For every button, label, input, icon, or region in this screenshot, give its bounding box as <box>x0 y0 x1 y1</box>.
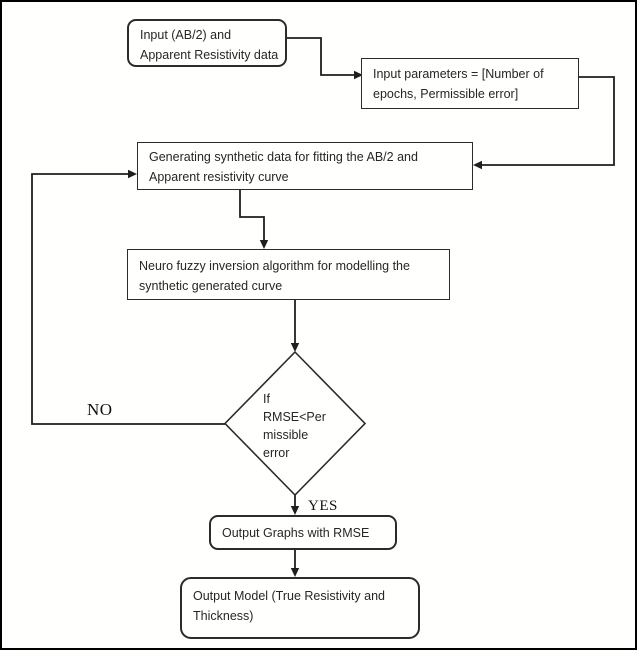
connector-no-loop <box>31 173 225 425</box>
decision-text-line: RMSE<Per <box>263 410 326 424</box>
node-neuro-fuzzy-inversion: Neuro fuzzy inversion algorithm for mode… <box>127 249 450 300</box>
node-output-graphs: Output Graphs with RMSE <box>209 515 397 550</box>
node-text-line: Output Model (True Resistivity and <box>193 589 385 603</box>
decision-text-line: If <box>263 392 270 406</box>
node-input-parameters: Input parameters = [Number of epochs, Pe… <box>361 58 579 109</box>
node-text-line: Input (AB/2) and <box>140 28 232 42</box>
connector-generate-to-neuro <box>239 190 265 240</box>
edge-label-no: NO <box>87 400 113 419</box>
node-text-line: epochs, Permissible error] <box>373 87 519 101</box>
arrowhead-into-decision <box>290 343 300 352</box>
decision-rmse-text: If RMSE<Per missible error <box>263 390 326 462</box>
node-text-line: Input parameters = [Number of <box>373 67 544 81</box>
arrowhead-into-generate-left <box>128 169 137 179</box>
connector-params-to-generate <box>482 76 615 166</box>
arrowhead-into-graphs <box>290 506 300 515</box>
node-input-data: Input (AB/2) and Apparent Resistivity da… <box>127 19 287 67</box>
node-text-line: Output Graphs with RMSE <box>222 526 370 540</box>
node-text-line: Thickness) <box>193 609 254 623</box>
decision-text-line: error <box>263 446 290 460</box>
decision-diamond-shape <box>223 350 367 497</box>
arrowhead-into-neuro <box>259 240 269 249</box>
node-output-model: Output Model (True Resistivity and Thick… <box>180 577 420 639</box>
arrowhead-into-generate-right <box>473 160 482 170</box>
edge-label-yes: YES <box>308 498 338 514</box>
decision-text-line: missible <box>263 428 309 442</box>
node-text-line: synthetic generated curve <box>139 279 283 293</box>
connector-input-to-params <box>287 37 354 76</box>
node-text-line: Apparent resistivity curve <box>149 170 289 184</box>
node-text-line: Generating synthetic data for fitting th… <box>149 150 418 164</box>
arrowhead-into-model <box>290 568 300 577</box>
node-text-line: Neuro fuzzy inversion algorithm for mode… <box>139 259 410 273</box>
arrowhead-into-params <box>354 70 363 80</box>
node-text-line: Apparent Resistivity data <box>140 48 279 62</box>
node-generate-synthetic-data: Generating synthetic data for fitting th… <box>137 142 473 190</box>
